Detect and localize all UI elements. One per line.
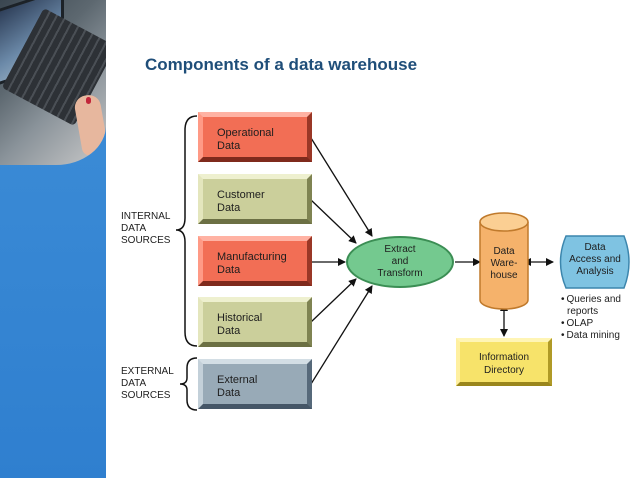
laptop-photo bbox=[0, 0, 106, 165]
page-title: Components of a data warehouse bbox=[145, 55, 418, 74]
access-use-item: OLAP bbox=[561, 318, 633, 330]
access-uses-list: Queries and reports OLAP Data mining bbox=[561, 294, 633, 342]
data-access-shape bbox=[559, 235, 630, 289]
source-box-operational: Operational Data bbox=[198, 112, 312, 162]
internal-sources-label: INTERNAL DATA SOURCES bbox=[121, 211, 171, 246]
fingernail-image bbox=[86, 97, 91, 104]
source-box-manufacturing: Manufacturing Data bbox=[198, 236, 312, 286]
source-box-external: External Data bbox=[198, 359, 312, 409]
source-box-historical: Historical Data bbox=[198, 297, 312, 347]
data-warehouse-cylinder bbox=[479, 212, 529, 310]
external-sources-bracket bbox=[179, 357, 198, 411]
extract-transform-node: Extract and Transform bbox=[346, 236, 454, 288]
external-sources-label: EXTERNAL DATA SOURCES bbox=[121, 366, 174, 401]
arrow-external-to-extract bbox=[310, 285, 373, 385]
information-directory-box: Information Directory bbox=[456, 338, 552, 386]
arrow-operational-to-extract bbox=[310, 137, 373, 237]
access-use-item: Data mining bbox=[561, 330, 633, 342]
arrow-customer-to-extract bbox=[310, 199, 357, 244]
extract-transform-label: Extract and Transform bbox=[377, 244, 423, 279]
internal-sources-bracket bbox=[175, 115, 198, 347]
data-warehouse-label: Data Ware- house bbox=[490, 246, 518, 281]
source-box-customer: Customer Data bbox=[198, 174, 312, 224]
access-use-item: Queries and reports bbox=[561, 294, 633, 318]
data-access-label: Data Access and Analysis bbox=[569, 242, 621, 277]
arrow-historical-to-extract bbox=[310, 278, 357, 323]
